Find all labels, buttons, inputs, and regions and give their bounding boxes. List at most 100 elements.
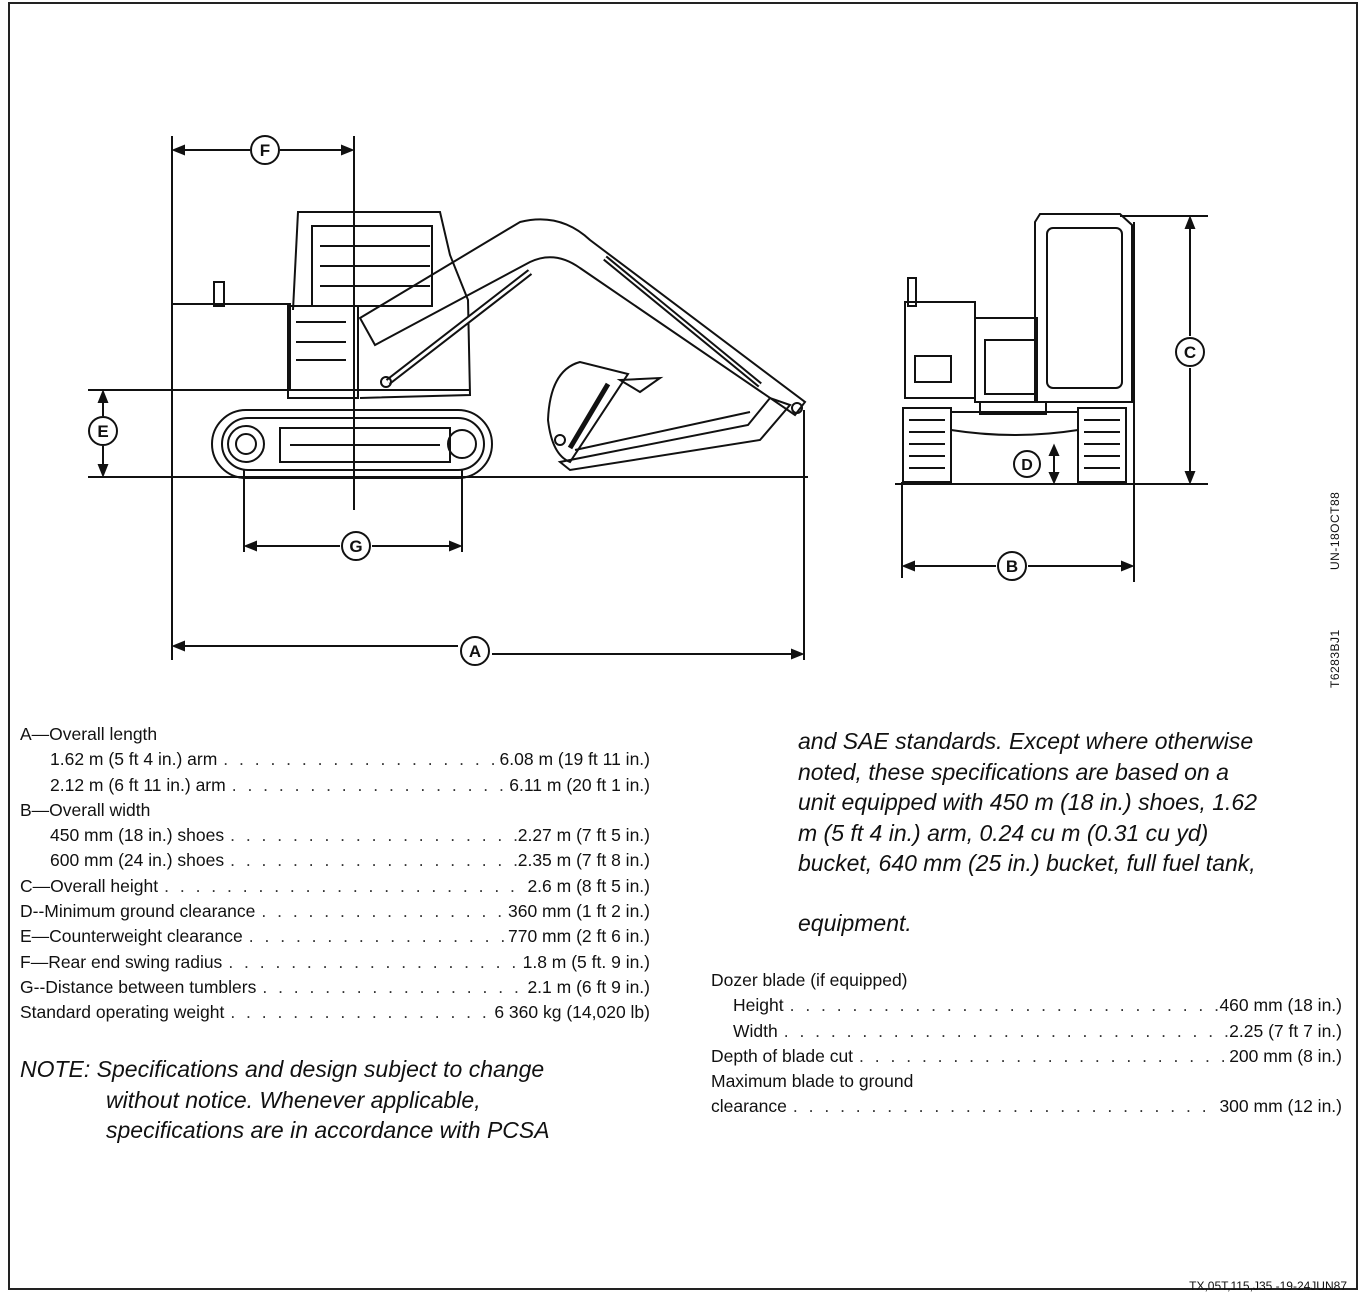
page-border (8, 2, 1358, 1290)
dot-leader (158, 874, 527, 899)
spec-value: 360 mm (1 ft 2 in.) (508, 901, 650, 922)
note-cont-line-1: and SAE standards. Except where otherwis… (798, 728, 1254, 754)
note-block: NOTE: Specifications and design subject … (20, 1054, 660, 1146)
spec-label: Depth of blade cut (711, 1045, 854, 1066)
specs-right: Dozer blade (if equipped) Height460 mm (1… (711, 968, 1342, 1120)
spec-value: 300 mm (12 in.) (1219, 1096, 1342, 1117)
spec-row: 1.62 m (5 ft 4 in.) arm 6.08 m (19 ft 11 … (20, 747, 650, 772)
dot-leader (224, 1000, 494, 1025)
dot-leader (224, 848, 518, 873)
dot-leader (256, 975, 527, 1000)
spec-label: D--Minimum ground clearance (20, 901, 256, 922)
note-line-3: specifications are in accordance with PC… (106, 1117, 550, 1143)
spec-value: 200 mm (8 in.) (1229, 1045, 1342, 1066)
spec-row: G--Distance between tumblers 2.1 m (6 ft … (20, 975, 650, 1000)
label-g-text: G (349, 537, 362, 556)
spec-row: Depth of blade cut 200 mm (8 in.) (711, 1044, 1342, 1069)
spec-label: 600 mm (24 in.) shoes (50, 850, 225, 871)
spec-label: 450 mm (18 in.) shoes (50, 825, 225, 846)
label-e: E (88, 416, 118, 446)
dot-leader (224, 823, 518, 848)
label-d-text: D (1021, 457, 1033, 474)
dot-leader (853, 1044, 1229, 1069)
spec-row: Maximum blade to ground (711, 1069, 1342, 1094)
note-continuation: and SAE standards. Except where otherwis… (798, 726, 1358, 879)
spec-label: 2.12 m (6 ft 11 in.) arm (50, 774, 226, 795)
note-cont-last: equipment. (798, 910, 912, 936)
spec-value: 2.25 (7 ft 7 in.) (1229, 1020, 1342, 1041)
dot-leader (222, 950, 522, 975)
spec-row: C—Overall height 2.6 m (8 ft 5 in.) (20, 874, 650, 899)
spec-label: Width (733, 1020, 778, 1041)
label-d: D (1013, 450, 1041, 478)
spec-value: 6 360 kg (14,020 lb) (494, 1002, 650, 1023)
spec-row: F—Rear end swing radius 1.8 m (5 ft. 9 in… (20, 950, 650, 975)
spec-row: 450 mm (18 in.) shoes 2.27 m (7 ft 5 in.) (20, 823, 650, 848)
note-cont-line-5: bucket, 640 mm (25 in.) bucket, full fue… (798, 850, 1256, 876)
spec-label: F—Rear end swing radius (20, 951, 223, 972)
spec-row: Dozer blade (if equipped) (711, 968, 1342, 993)
spec-row: D--Minimum ground clearance 360 mm (1 ft … (20, 899, 650, 924)
note-cont-line-4: m (5 ft 4 in.) arm, 0.24 cu m (0.31 cu y… (798, 819, 1209, 846)
label-b-text: B (1006, 557, 1018, 576)
note-line-2: without notice. Whenever applicable, (106, 1086, 481, 1113)
spec-label: A—Overall length (20, 724, 158, 744)
document-code: TX,05T,115,J35 -19-24JUN87 (1189, 1279, 1347, 1293)
side-view-excavator (171, 211, 807, 479)
dot-leader (226, 773, 510, 798)
spec-row: B—Overall width (20, 798, 650, 823)
label-c: C (1175, 337, 1205, 367)
dimension-lines-side (88, 136, 805, 660)
dot-leader (217, 747, 499, 772)
label-g: G (341, 531, 371, 561)
spec-label: E—Counterweight clearance (20, 926, 243, 947)
spec-value: 2.35 m (7 ft 8 in.) (517, 850, 650, 871)
note-cont-line-3: unit equipped with 450 m (18 in.) shoes,… (798, 789, 1258, 815)
spec-value: 770 mm (2 ft 6 in.) (508, 926, 650, 947)
note-cont-line-2: noted, these specifications are based on… (798, 758, 1229, 785)
dot-leader (784, 993, 1220, 1018)
spec-row: 2.12 m (6 ft 11 in.) arm 6.11 m (20 ft 1 … (20, 773, 650, 798)
label-a-text: A (469, 642, 481, 661)
spec-value: 2.27 m (7 ft 5 in.) (517, 825, 650, 846)
label-a: A (460, 636, 490, 666)
dimension-lines-front (901, 215, 1208, 582)
side-code-top: UN-18OCT88 (1328, 491, 1342, 570)
spec-label: G--Distance between tumblers (20, 976, 257, 997)
spec-label: Standard operating weight (20, 1002, 225, 1023)
spec-row: Standard operating weight 6 360 kg (14,02… (20, 1000, 650, 1025)
spec-label: Dozer blade (if equipped) (711, 970, 908, 990)
spec-label: B—Overall width (20, 799, 151, 820)
front-view-excavator (902, 213, 1133, 483)
label-c-text: C (1184, 343, 1196, 362)
spec-label: Height (733, 995, 784, 1016)
spec-label: C—Overall height (20, 875, 159, 896)
spec-row: A—Overall length (20, 722, 650, 747)
label-f: F (250, 135, 280, 165)
dot-leader (787, 1094, 1220, 1119)
note-line-1: Specifications and design subject to cha… (96, 1056, 545, 1082)
spec-row: E—Counterweight clearance 770 mm (2 ft 6 … (20, 924, 650, 949)
label-e-text: E (97, 422, 108, 441)
dot-leader (778, 1019, 1229, 1044)
specs-left: A—Overall length 1.62 m (5 ft 4 in.) arm 6… (20, 722, 650, 1026)
spec-value: 6.11 m (20 ft 1 in.) (509, 774, 650, 795)
excavator-dimension-diagram: F E G A C D B (88, 135, 1208, 666)
spec-value: 1.8 m (5 ft. 9 in.) (522, 951, 650, 972)
spec-row: Height460 mm (18 in.) (711, 993, 1342, 1018)
spec-row: clearance 300 mm (12 in.) (711, 1094, 1342, 1119)
spec-value: 6.08 m (19 ft 11 in.) (499, 749, 650, 770)
side-code-bottom: T6283BJ1 (1328, 629, 1342, 688)
dot-leader (243, 924, 508, 949)
spec-label: clearance (711, 1096, 787, 1117)
label-f-text: F (260, 141, 270, 160)
spec-row: Width 2.25 (7 ft 7 in.) (711, 1019, 1342, 1044)
label-b: B (997, 551, 1027, 581)
spec-label: Maximum blade to ground (711, 1071, 914, 1092)
spec-value: 2.6 m (8 ft 5 in.) (527, 875, 650, 896)
spec-row: 600 mm (24 in.) shoes 2.35 m (7 ft 8 in.) (20, 848, 650, 873)
spec-label: 1.62 m (5 ft 4 in.) arm (50, 749, 218, 770)
dot-leader (255, 899, 508, 924)
note-head: NOTE: (20, 1056, 91, 1082)
spec-value: 2.1 m (6 ft 9 in.) (527, 976, 650, 997)
